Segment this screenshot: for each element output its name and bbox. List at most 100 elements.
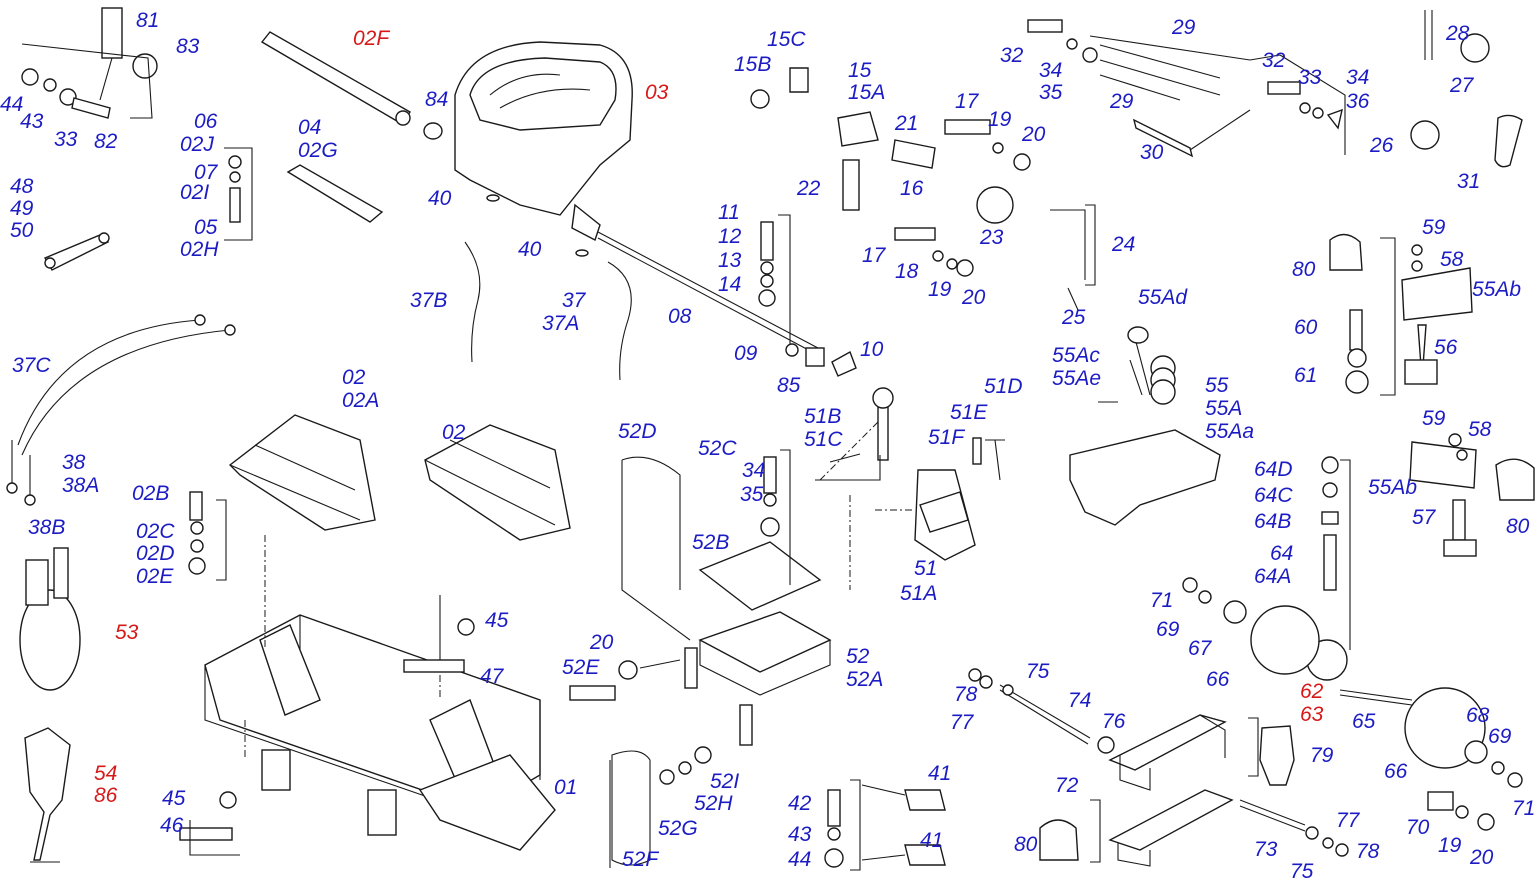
leader-51B bbox=[815, 455, 881, 481]
washer-34a bbox=[1066, 38, 1078, 50]
part-label-38B: 38B bbox=[28, 516, 65, 539]
part-label-34b: 34 bbox=[1346, 66, 1369, 89]
part-label-15: 15 bbox=[848, 59, 872, 82]
part-label-64B: 64B bbox=[1254, 510, 1291, 533]
part-label-37C: 37C bbox=[12, 354, 51, 377]
nut-02E bbox=[188, 557, 206, 575]
ring-15B bbox=[750, 89, 770, 109]
frame-72-bot-side bbox=[1117, 842, 1151, 867]
nut-61a bbox=[1347, 348, 1367, 368]
part-label-59b: 59 bbox=[1422, 407, 1446, 430]
washer-18 bbox=[932, 250, 944, 262]
leader-24 bbox=[1050, 209, 1086, 280]
block-79 bbox=[1259, 725, 1295, 786]
bracket-11 bbox=[778, 214, 791, 345]
part-label-02G: 02G bbox=[298, 139, 338, 162]
nut-64D bbox=[1321, 456, 1339, 474]
spring-55Ac-3 bbox=[1150, 379, 1176, 405]
part-label-59a: 59 bbox=[1422, 216, 1446, 239]
part-label-19c: 19 bbox=[1438, 834, 1462, 857]
disc-53 bbox=[19, 589, 81, 691]
part-label-83: 83 bbox=[176, 35, 200, 58]
part-label-52E: 52E bbox=[562, 656, 600, 679]
step-51-tread bbox=[919, 491, 969, 533]
part-label-12: 12 bbox=[718, 225, 742, 248]
tube-37 bbox=[607, 261, 632, 381]
part-label-55Aa: 55Aa bbox=[1205, 420, 1254, 443]
hopper-lid-ribs bbox=[489, 73, 591, 109]
row-unit-02-edges bbox=[424, 439, 556, 526]
washer-64C bbox=[1322, 482, 1338, 498]
part-label-37B: 37B bbox=[410, 289, 447, 312]
part-label-76: 76 bbox=[1102, 710, 1126, 733]
part-label-05: 05 bbox=[194, 216, 218, 239]
part-label-63: 63 bbox=[1300, 703, 1324, 726]
part-label-38: 38 bbox=[62, 451, 86, 474]
link-hole-2 bbox=[44, 257, 56, 269]
tine-54 bbox=[24, 727, 71, 861]
disc-66b bbox=[1404, 687, 1486, 769]
washer-43b bbox=[827, 827, 841, 841]
leader-29 bbox=[1089, 35, 1251, 151]
part-label-20d: 20 bbox=[1469, 846, 1494, 869]
exploded-parts-drawing bbox=[6, 7, 1535, 871]
part-label-25: 25 bbox=[1061, 306, 1086, 329]
bracket-55Ab-1 bbox=[1401, 267, 1473, 321]
part-label-31: 31 bbox=[1457, 170, 1480, 193]
part-label-75a: 75 bbox=[1026, 660, 1050, 683]
part-label-33b: 33 bbox=[1298, 66, 1322, 89]
part-label-41b: 41 bbox=[920, 829, 943, 852]
bar-29a bbox=[1099, 44, 1221, 96]
part-label-64A: 64A bbox=[1254, 565, 1291, 588]
bolt-02B bbox=[189, 491, 203, 521]
part-label-14: 14 bbox=[718, 273, 741, 296]
part-label-45b: 45 bbox=[162, 787, 186, 810]
frame-52 bbox=[698, 611, 832, 673]
bushing-75b bbox=[1305, 826, 1319, 840]
flange-68 bbox=[1464, 740, 1488, 764]
bolt-11 bbox=[760, 221, 774, 261]
part-label-64: 64 bbox=[1270, 542, 1293, 565]
part-label-29a: 29 bbox=[1171, 16, 1196, 39]
nut-35c bbox=[760, 517, 780, 537]
part-label-11: 11 bbox=[718, 201, 740, 224]
washer-12 bbox=[760, 261, 774, 275]
link-31 bbox=[1494, 114, 1523, 168]
part-label-68: 68 bbox=[1466, 704, 1490, 727]
washer-43 bbox=[43, 78, 57, 92]
part-label-44a: 44 bbox=[0, 93, 23, 116]
pin-55Ad bbox=[1129, 341, 1151, 396]
clip-41b bbox=[904, 844, 946, 866]
part-label-02F: 02F bbox=[353, 27, 390, 50]
leader-52E bbox=[639, 659, 681, 669]
nut-59a bbox=[1411, 244, 1423, 256]
washer-02D bbox=[190, 539, 204, 553]
part-label-32b: 32 bbox=[1262, 49, 1286, 72]
part-label-61: 61 bbox=[1294, 364, 1317, 387]
cap-80b bbox=[1495, 458, 1535, 501]
washer-33b bbox=[1299, 102, 1311, 114]
part-label-22: 22 bbox=[796, 177, 821, 200]
spring-51F bbox=[972, 437, 982, 465]
washer-77a bbox=[979, 675, 993, 689]
part-label-35c: 35 bbox=[740, 483, 764, 506]
foot-01 bbox=[418, 754, 556, 851]
part-label-02I: 02I bbox=[180, 181, 209, 204]
washer-19a bbox=[992, 142, 1004, 154]
plate-04 bbox=[286, 164, 384, 223]
part-label-48: 48 bbox=[10, 175, 34, 198]
part-label-80a: 80 bbox=[1292, 258, 1316, 281]
part-label-66b: 66 bbox=[1384, 760, 1408, 783]
nut-35a bbox=[1082, 47, 1098, 63]
part-label-51D: 51D bbox=[984, 375, 1023, 398]
grommet-40b bbox=[575, 249, 589, 257]
part-label-38A: 38A bbox=[62, 474, 99, 497]
part-label-43b: 43 bbox=[788, 823, 812, 846]
part-label-36: 36 bbox=[1346, 90, 1370, 113]
washer-19c bbox=[1455, 805, 1469, 819]
part-label-02a: 02 bbox=[342, 366, 366, 389]
part-label-46: 46 bbox=[160, 814, 184, 837]
part-label-66a: 66 bbox=[1206, 668, 1230, 691]
part-label-75b: 75 bbox=[1290, 860, 1314, 883]
nut-52I bbox=[694, 746, 712, 764]
